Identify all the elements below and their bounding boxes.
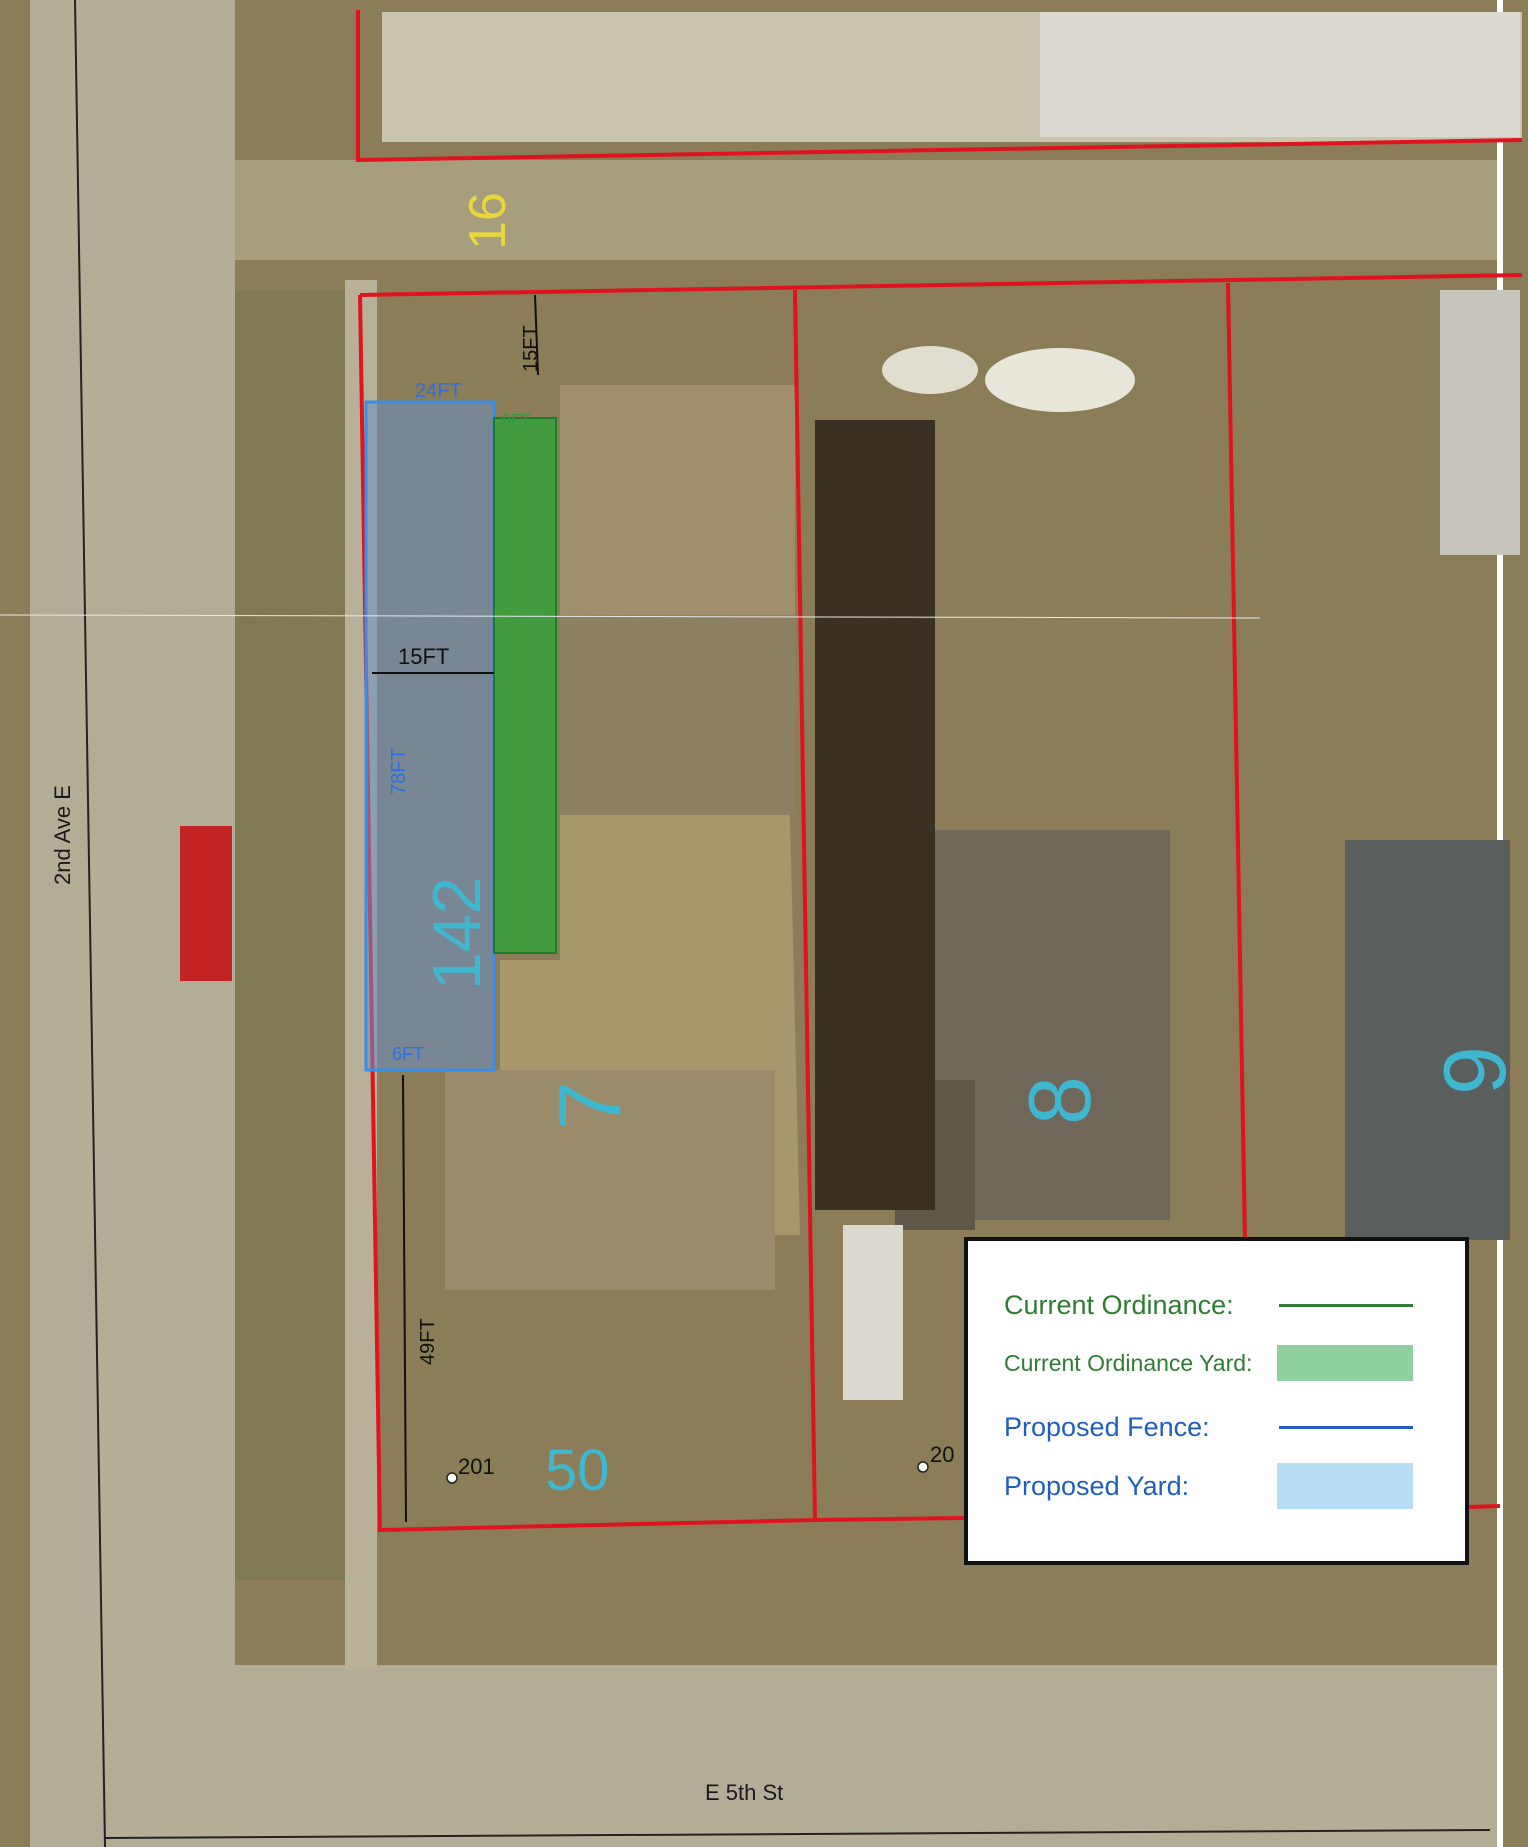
boat-small [882,346,978,394]
lot-number-7: 7 [540,1081,639,1130]
address-20: 20 [930,1442,954,1467]
legend-label-current-ordinance: Current Ordinance: [1004,1289,1234,1320]
dimension-green-width: 9FT [502,412,531,429]
grass-strip [235,290,345,1580]
lot-line-bottom-right [1468,1504,1501,1509]
driveway-shadow [815,420,935,1210]
road-line-bottom [104,1829,1491,1839]
lot-number-9: 9 [1425,1046,1524,1095]
legend-line-proposed-fence [1279,1425,1413,1429]
block-number: 16 [459,192,517,250]
dimension-top-width: 24FT [415,380,462,402]
legend-row-current-ordinance: Current Ordinance: [1004,1275,1413,1335]
dimension-setback-top: 15FT [520,325,542,372]
street-label: E 5th St [705,1780,783,1805]
lot-line-7-8 [793,289,817,1521]
street-road [30,1665,1500,1847]
address-201: 201 [458,1454,495,1479]
lot-number-50: 50 [545,1438,610,1503]
boat [985,348,1135,412]
house-9-roof [1345,840,1510,1240]
legend-row-proposed-yard: Proposed Yard: [1004,1456,1413,1516]
scan-line [0,614,1261,619]
dimension-line-bottom [402,1074,407,1523]
address-marker-201 [446,1472,458,1484]
alley [235,160,1500,260]
address-marker-20 [917,1461,929,1473]
lot-line-top [356,10,1523,163]
legend-row-current-ordinance-yard: Current Ordinance Yard: [1004,1333,1413,1393]
legend-label-proposed-yard: Proposed Yard: [1004,1470,1190,1501]
legend-row-proposed-fence: Proposed Fence: [1004,1397,1413,1457]
dimension-line-setback [534,294,539,376]
garage-roof [560,385,795,615]
map-legend: Current Ordinance: Current Ordinance Yar… [964,1237,1469,1565]
lot-number-142: 142 [419,877,495,990]
lot-line-alley [359,273,1523,297]
truck [843,1225,903,1400]
red-car [180,826,232,981]
current-ordinance-yard-area [493,417,557,954]
legend-label-proposed-fence: Proposed Fence: [1004,1411,1210,1442]
proposed-yard-area [364,400,496,1072]
avenue-label: 2nd Ave E [50,785,75,885]
legend-swatch-current-ordinance-yard [1277,1345,1413,1381]
dimension-bottom-offset: 6FT [392,1044,424,1064]
legend-label-current-ordinance-yard: Current Ordinance Yard: [1004,1349,1253,1376]
lot-line-8-9 [1226,282,1247,1241]
legend-swatch-proposed-yard [1277,1463,1413,1509]
dimension-mid-width: 15FT [398,644,449,669]
shed-roof [1440,290,1520,555]
lot-line-bottom [814,1516,965,1522]
lot-number-8: 8 [1010,1076,1109,1125]
warehouse-roof-light [1040,12,1520,137]
house-7-porch [445,1070,775,1290]
dimension-bottom-length: 49FT [417,1318,439,1365]
house-rear [560,615,795,815]
dimension-length: 78FT [388,748,410,795]
road-line-left [74,0,106,1847]
legend-line-current-ordinance [1279,1303,1413,1307]
